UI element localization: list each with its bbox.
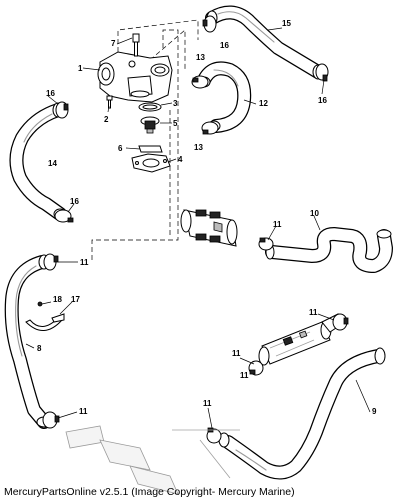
image-caption: MercuryPartsOnline v2.5.1 (Image Copyrig…: [4, 486, 295, 498]
o-ring-gasket: [138, 102, 162, 112]
callout-14: 14: [48, 159, 57, 168]
callout-1: 1: [78, 64, 83, 73]
callout-15: 15: [282, 19, 291, 28]
callout-9: 9: [372, 407, 377, 416]
hose-clamp-11-zigzag: [258, 237, 274, 251]
housing-gasket: [131, 153, 171, 173]
callout-labels: 1 2 3 4 5 6 7 8 9 10 11 11 11 11 11 11 1…: [37, 19, 377, 416]
hose-14: [9, 102, 67, 221]
hose-9: [218, 347, 386, 480]
hose-clamp-16-left-bottom: [54, 209, 74, 223]
callout-16-d: 16: [70, 197, 79, 206]
callout-16-b: 16: [318, 96, 327, 105]
hose-strap: [25, 313, 65, 331]
callout-11-b: 11: [273, 220, 282, 229]
strap-screw: [37, 301, 43, 307]
hose-clamp-13-bottom: [201, 121, 219, 135]
thermostat-seal: [138, 145, 163, 153]
callout-11-c: 11: [309, 308, 318, 317]
callout-11-f: 11: [203, 399, 212, 408]
callout-17: 17: [71, 295, 80, 304]
callout-4: 4: [178, 155, 183, 164]
callout-7: 7: [111, 39, 116, 48]
callout-3: 3: [173, 99, 178, 108]
hose-clamp-11-cooler-bottom: [248, 360, 264, 376]
callout-11-d: 11: [232, 349, 241, 358]
callout-12: 12: [259, 99, 268, 108]
thermostat: [140, 116, 160, 134]
hose-10: [265, 227, 393, 273]
hose-8: [4, 254, 52, 429]
hose-clamp-16-right: [315, 63, 329, 82]
hose-clamp-16-top: [202, 15, 217, 33]
callout-13-b: 13: [194, 143, 203, 152]
hose-clamp-16-left-top: [55, 101, 69, 119]
callout-18: 18: [53, 295, 62, 304]
hose-clamp-11-cooler-top: [332, 313, 349, 331]
callout-11-g: 11: [240, 371, 249, 380]
housing-bolt: [132, 33, 140, 57]
hose-clamp-13-top: [191, 75, 209, 89]
callout-13-a: 13: [196, 53, 205, 62]
callout-11-e: 11: [79, 407, 88, 416]
oil-cooler: [258, 313, 343, 366]
lower-ghost-assembly: [65, 425, 240, 495]
callout-2: 2: [104, 115, 109, 124]
callout-8: 8: [37, 344, 42, 353]
callout-6: 6: [118, 144, 123, 153]
hose-clamp-11-left-top: [43, 253, 59, 271]
coolant-fitting-assembly: [180, 209, 238, 247]
thermostat-housing: [97, 51, 173, 103]
callout-11-a: 11: [80, 258, 89, 267]
hose-clamp-11-left-bottom: [42, 411, 60, 429]
leader-lines: [25, 27, 371, 429]
callout-16-a: 16: [220, 41, 229, 50]
screw: [106, 95, 113, 109]
callout-5: 5: [173, 119, 178, 128]
callout-10: 10: [310, 209, 319, 218]
callout-16-c: 16: [46, 89, 55, 98]
